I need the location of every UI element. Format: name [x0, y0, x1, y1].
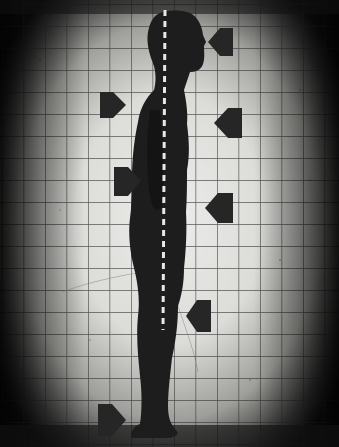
- posture-photo-canvas: [0, 0, 339, 447]
- posture-photograph: [0, 0, 339, 447]
